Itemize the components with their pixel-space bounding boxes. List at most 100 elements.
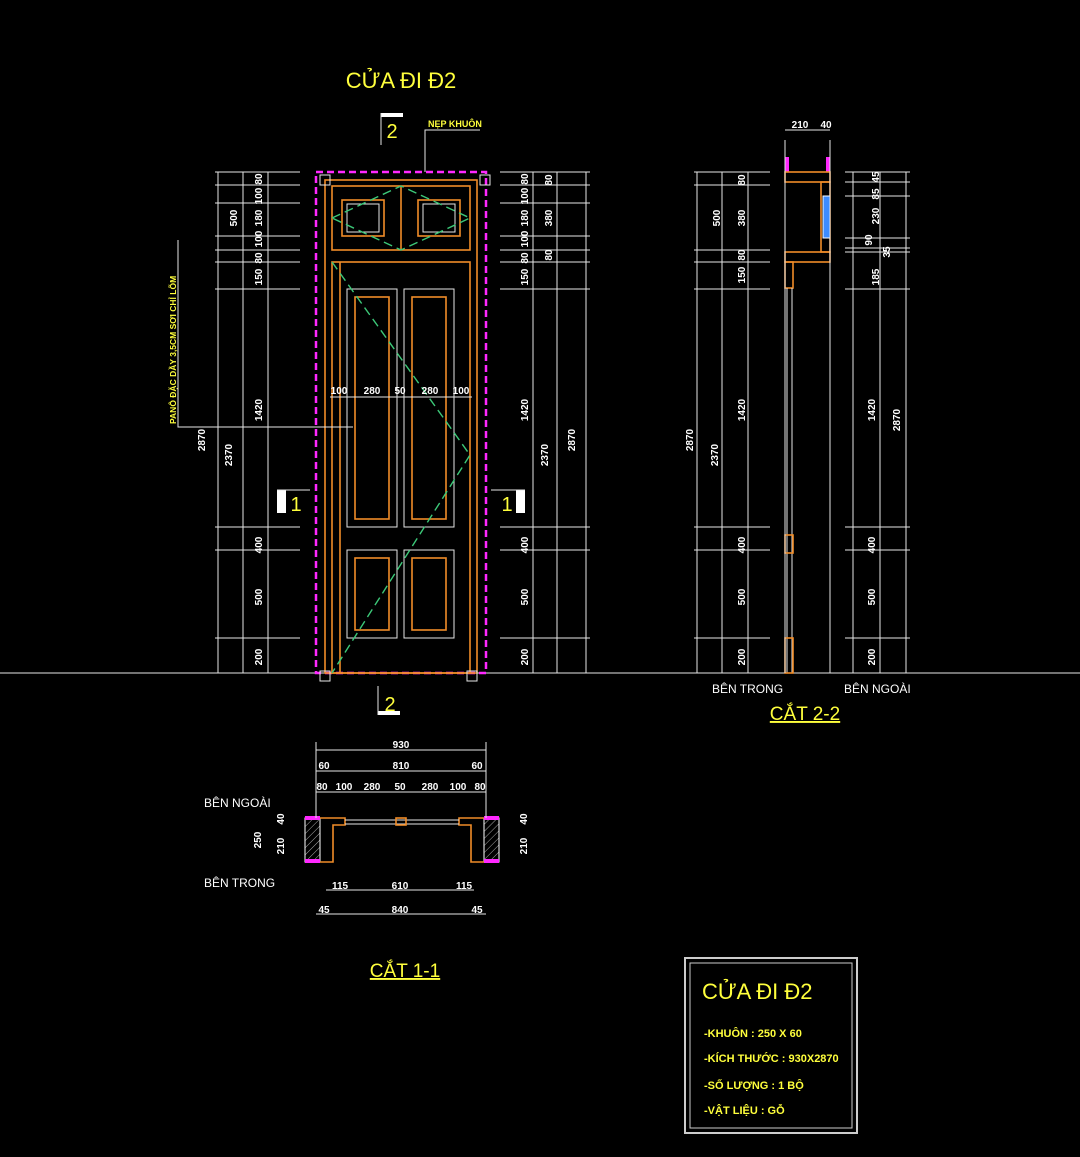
section-marker-1-left: 1 (277, 489, 310, 516)
nep-khuon-leader (424, 129, 480, 172)
dimension-label: 500 (254, 588, 265, 605)
dimension-label: 380 (544, 209, 555, 226)
dimension-label: 100 (336, 782, 353, 793)
dimension-label: 1420 (520, 398, 531, 421)
svg-text:2: 2 (384, 694, 395, 716)
dimension-label: 40 (820, 120, 832, 131)
dimension-label: 80 (254, 173, 265, 185)
dimension-layer: 2870237050015014204005002008010018010080… (197, 120, 910, 916)
dimension-label: 150 (254, 268, 265, 285)
dimension-label: 2370 (224, 443, 235, 466)
dimension-label: 400 (520, 536, 531, 553)
dimension-label: 100 (450, 782, 467, 793)
dimension-label: 500 (867, 588, 878, 605)
ben-ngoai-label-11: BÊN NGOÀI (204, 795, 271, 810)
dimension-label: 810 (393, 761, 410, 772)
dimension-label: 80 (520, 173, 531, 185)
dimension-label: 45 (318, 905, 330, 916)
dimension-label: 500 (737, 588, 748, 605)
ben-ngoai-label-22: BÊN NGOÀI (844, 681, 911, 696)
dimension-label: 1420 (737, 398, 748, 421)
dimension-label: 80 (737, 249, 748, 261)
dimension-label: 185 (871, 268, 882, 285)
panel-upper-left (346, 288, 398, 528)
dimension-label: 115 (456, 881, 473, 892)
panel-lower-right (403, 549, 455, 639)
pano-note: PANÔ ĐẶC DẦY 3,5CM SƠI CHỈ LÕM (167, 276, 178, 424)
dimension-label: 100 (254, 230, 265, 247)
frame-trim (314, 170, 488, 675)
dimension-label: 500 (712, 209, 723, 226)
dimension-label: 80 (544, 249, 555, 261)
panel-upper-right (403, 288, 455, 528)
info-line: -SỐ LƯỢNG : 1 BỘ (704, 1078, 804, 1092)
dimension-label: 40 (276, 813, 287, 825)
transom-open-lines (331, 185, 472, 251)
dimension-label: 40 (519, 813, 530, 825)
dimension-label: 80 (316, 782, 328, 793)
dimension-label: 200 (520, 648, 531, 665)
dimension-label: 500 (520, 588, 531, 605)
dimension-label: 250 (253, 831, 264, 848)
dimension-label: 80 (254, 252, 265, 264)
dimension-label: 2870 (685, 428, 696, 451)
section-marker-1-right: 1 (491, 489, 525, 516)
dimension-label: 85 (871, 188, 882, 200)
dimension-label: 80 (520, 252, 531, 264)
dimension-label: 930 (393, 740, 410, 751)
dimension-label: 610 (392, 881, 409, 892)
dimension-label: 400 (867, 536, 878, 553)
dimension-label: 280 (422, 782, 439, 793)
dimension-label: 210 (276, 837, 287, 854)
cat-1-1-title: CẮT 1-1 (370, 960, 440, 982)
dimension-label: 200 (254, 648, 265, 665)
dimension-label: 280 (422, 386, 439, 397)
dimension-label: 50 (394, 782, 406, 793)
dimension-label: 400 (254, 536, 265, 553)
dimension-label: 2870 (567, 428, 578, 451)
dimension-label: 180 (254, 209, 265, 226)
info-title: CỬA ĐI Đ2 (702, 979, 812, 1004)
dimension-label: 150 (520, 268, 531, 285)
section-marker-2-bottom: 2 (377, 686, 400, 716)
panel-lower-left (346, 549, 398, 639)
info-line: -KHUÔN : 250 X 60 (704, 1027, 802, 1040)
dimension-label: 230 (871, 207, 882, 224)
dimension-label: 150 (737, 266, 748, 283)
dimension-label: 180 (520, 209, 531, 226)
pano-leader (177, 240, 353, 428)
dimension-label: 115 (332, 881, 349, 892)
dimension-label: 60 (471, 761, 483, 772)
dimension-label: 2870 (892, 408, 903, 431)
cat-2-2-title: CẮT 2-2 (770, 703, 840, 725)
dimension-label: 50 (394, 386, 406, 397)
info-box: CỬA ĐI Đ2 -KHUÔN : 250 X 60 -KÍCH THƯỚC … (684, 957, 858, 1134)
dimension-label: 100 (254, 187, 265, 204)
dimension-label: 80 (474, 782, 486, 793)
dimension-label: 100 (520, 187, 531, 204)
dimension-label: 380 (737, 209, 748, 226)
dimension-label: 280 (364, 782, 381, 793)
dimension-label: 2370 (540, 443, 551, 466)
info-line: -VẬT LIỆU : GỖ (704, 1104, 785, 1117)
svg-text:1: 1 (290, 494, 301, 516)
section-1-1 (304, 816, 500, 863)
dimension-label: 1420 (867, 398, 878, 421)
section-marker-2-top: 2 (380, 113, 403, 145)
dimension-label: 100 (520, 230, 531, 247)
dimension-label: 90 (864, 234, 875, 246)
dimension-label: 210 (792, 120, 809, 131)
dimension-label: 200 (867, 648, 878, 665)
dimension-label: 35 (882, 246, 893, 258)
door-elevation (314, 170, 491, 682)
dimension-label: 80 (544, 174, 555, 186)
dimension-label: 45 (471, 905, 483, 916)
dimension-label: 280 (364, 386, 381, 397)
dimension-label: 200 (737, 648, 748, 665)
dimension-label: 1420 (254, 398, 265, 421)
ben-trong-label-22: BÊN TRONG (712, 681, 783, 696)
dimension-label: 500 (229, 209, 240, 226)
elevation-title: CỬA ĐI Đ2 (346, 68, 456, 93)
ben-trong-label-11: BÊN TRONG (204, 875, 275, 890)
